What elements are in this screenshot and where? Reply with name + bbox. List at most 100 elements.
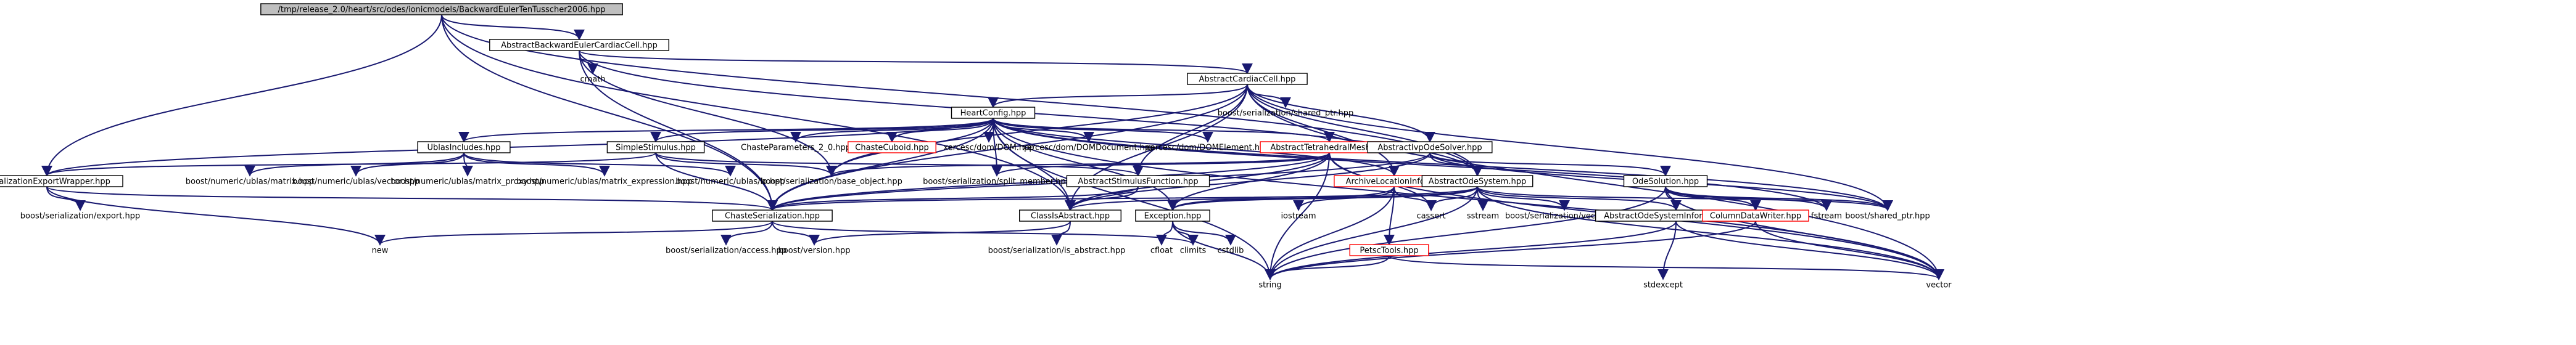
node-label: boost/numeric/ublas/matrix_expression.hp… — [516, 177, 692, 187]
node-label: Exception.hpp — [1144, 212, 1202, 221]
edge-odesol-to-vector — [1665, 186, 1944, 280]
edge-astim-to-chasteser — [767, 186, 1139, 211]
node-astim[interactable]: AbstractStimulusFunction.hpp — [1066, 175, 1210, 187]
node-sharedptr_ser[interactable]: boost/serialization/shared_ptr.hpp — [1218, 109, 1354, 118]
node-box — [712, 209, 833, 222]
edge-acc-to-chasteser — [767, 84, 1248, 211]
node-cassert[interactable]: cassert — [1416, 212, 1445, 221]
node-simplestim[interactable]: SimpleStimulus.hpp — [606, 141, 705, 153]
node-xdom[interactable]: xercesc/dom/DOM.hpp — [943, 144, 1034, 153]
node-label: boost/numeric/ublas/matrix_proxy.hpp — [390, 177, 544, 187]
node-aivpode[interactable]: AbstractIvpOdeSolver.hpp — [1367, 141, 1493, 153]
node-label: boost/numeric/ublas/matrix.hpp — [186, 177, 315, 187]
node-odesol[interactable]: OdeSolution.hpp — [1623, 175, 1708, 187]
node-root[interactable]: /tmp/release_2.0/heart/src/odes/ionicmod… — [260, 3, 623, 15]
node-label: boost/numeric/ublas/vector.hpp — [292, 177, 419, 187]
edge-root-to-serexport — [41, 14, 442, 177]
node-servector[interactable]: boost/serialization/vector.hpp — [1505, 212, 1624, 221]
node-baseobj[interactable]: boost/serialization/base_object.hpp — [761, 177, 902, 187]
edge-odesol-to-boostshared — [1665, 186, 1893, 211]
edge-simplestim-to-baseobj — [655, 152, 837, 177]
node-seraccess[interactable]: boost/serialization/access.hpp — [666, 246, 786, 256]
edge-ublasinc-to-umatrixexpr — [463, 152, 610, 177]
node-label: AbstractTetrahedralMesh.hpp — [1270, 144, 1388, 153]
edge-serexport-to-chasteser — [46, 186, 778, 211]
node-climits[interactable]: climits — [1180, 246, 1207, 256]
node-heart[interactable]: HeartConfig.hpp — [951, 107, 1036, 119]
node-umatrix[interactable]: boost/numeric/ublas/matrix.hpp — [186, 177, 315, 187]
node-atetmesh[interactable]: AbstractTetrahedralMesh.hpp — [1260, 141, 1399, 153]
node-petsctools[interactable]: PetscTools.hpp — [1349, 244, 1429, 256]
node-stdexcept[interactable]: stdexcept — [1643, 281, 1683, 290]
node-exception[interactable]: Exception.hpp — [1135, 209, 1210, 222]
node-box — [606, 141, 705, 153]
node-label: ArchiveLocationInfo.hpp — [1346, 177, 1443, 187]
node-splitmember[interactable]: boost/serialization/split_member.hpp — [923, 177, 1071, 187]
node-boostversion[interactable]: boost/version.hpp — [778, 246, 851, 256]
node-new[interactable]: new — [372, 246, 389, 256]
node-xdomdoc[interactable]: xercesc/dom/DOMDocument.hpp — [1023, 144, 1155, 153]
edge-serexport-to-serexportb — [46, 186, 86, 211]
node-label: PetscTools.hpp — [1360, 246, 1418, 256]
edge-aodesys-to-string — [1265, 186, 1478, 280]
edge-heart-to-ublasinc — [458, 118, 994, 143]
node-serexportb[interactable]: boost/serialization/export.hpp — [20, 212, 140, 221]
edge-aivpode-to-aodesys — [1429, 152, 1483, 177]
node-label: AbstractStimulusFunction.hpp — [1078, 177, 1198, 187]
node-box — [489, 39, 669, 51]
node-cmath[interactable]: cmath — [580, 75, 605, 84]
node-cstdlib[interactable]: cstdlib — [1218, 246, 1244, 256]
node-label: AbstractBackwardEulerCardiacCell.hpp — [501, 41, 658, 51]
node-isabstract[interactable]: boost/serialization/is_abstract.hpp — [988, 246, 1126, 256]
node-acc[interactable]: AbstractCardiacCell.hpp — [1187, 73, 1308, 85]
node-vector[interactable]: vector — [1926, 281, 1952, 290]
node-label: ChasteParameters_2_0.hpp — [741, 144, 851, 153]
node-sstream[interactable]: sstream — [1467, 212, 1499, 221]
edge-aodesys-to-cassert — [1426, 186, 1478, 211]
edge-exception-to-cfloat — [1156, 221, 1173, 246]
node-iostream[interactable]: iostream — [1281, 212, 1316, 221]
node-box — [951, 107, 1036, 119]
node-umatrixexpr[interactable]: boost/numeric/ublas/matrix_expression.hp… — [516, 177, 692, 187]
edge-aodesys-to-classisabs — [1065, 186, 1478, 211]
node-label: AbstractOdeSystem.hpp — [1429, 177, 1526, 187]
node-label: HeartConfig.hpp — [960, 109, 1026, 118]
node-boostshared[interactable]: boost/shared_ptr.hpp — [1845, 212, 1930, 221]
node-umatrixproxy[interactable]: boost/numeric/ublas/matrix_proxy.hpp — [390, 177, 544, 187]
node-label: boost/serialization/export.hpp — [20, 212, 140, 221]
node-serexport[interactable]: SerializationExportWrapper.hpp — [0, 175, 123, 187]
node-label: boost/serialization/split_member.hpp — [923, 177, 1071, 187]
node-ublasinc[interactable]: UblasIncludes.hpp — [417, 141, 511, 153]
node-uvector[interactable]: boost/numeric/ublas/vector.hpp — [292, 177, 419, 187]
node-uio[interactable]: boost/numeric/ublas/io.hpp — [675, 177, 785, 187]
edge-aodesys-to-vector — [1477, 186, 1944, 280]
edge-heart-to-cuboid — [886, 118, 994, 143]
node-classisabs[interactable]: ClassIsAbstract.hpp — [1018, 209, 1121, 222]
edge-odesol-to-string — [1265, 186, 1666, 280]
edge-chasteser-to-climits — [772, 221, 1199, 246]
node-label: boost/serialization/access.hpp — [666, 246, 786, 256]
edge-archloc-to-string — [1265, 186, 1395, 280]
node-fstream[interactable]: fstream — [1811, 212, 1842, 221]
node-chasteparams[interactable]: ChasteParameters_2_0.hpp — [741, 144, 851, 153]
edge-odesol-to-fstream — [1665, 186, 1832, 211]
node-cfloat[interactable]: cfloat — [1150, 246, 1173, 256]
node-cuboid[interactable]: ChasteCuboid.hpp — [848, 141, 936, 153]
node-aodesys[interactable]: AbstractOdeSystem.hpp — [1421, 175, 1534, 187]
node-label: vector — [1926, 281, 1952, 290]
node-box — [848, 141, 936, 153]
edge-aodesys-to-boostshared — [1477, 186, 1893, 211]
node-label: fstream — [1811, 212, 1842, 221]
node-colwriter[interactable]: ColumnDataWriter.hpp — [1702, 209, 1809, 222]
node-label: ClassIsAbstract.hpp — [1031, 212, 1110, 221]
edge-aodesys-to-aodesysinfo — [1477, 186, 1682, 211]
node-label: AbstractIvpOdeSolver.hpp — [1377, 144, 1482, 153]
node-xdomel[interactable]: xercesc/dom/DOMElement.hpp — [1146, 144, 1269, 153]
node-chasteser[interactable]: ChasteSerialization.hpp — [712, 209, 833, 222]
node-label: boost/shared_ptr.hpp — [1845, 212, 1930, 221]
node-abce[interactable]: AbstractBackwardEulerCardiacCell.hpp — [489, 39, 669, 51]
edge-layer — [41, 14, 1944, 280]
node-string[interactable]: string — [1258, 281, 1281, 290]
node-label: stdexcept — [1643, 281, 1683, 290]
node-label: cassert — [1416, 212, 1445, 221]
